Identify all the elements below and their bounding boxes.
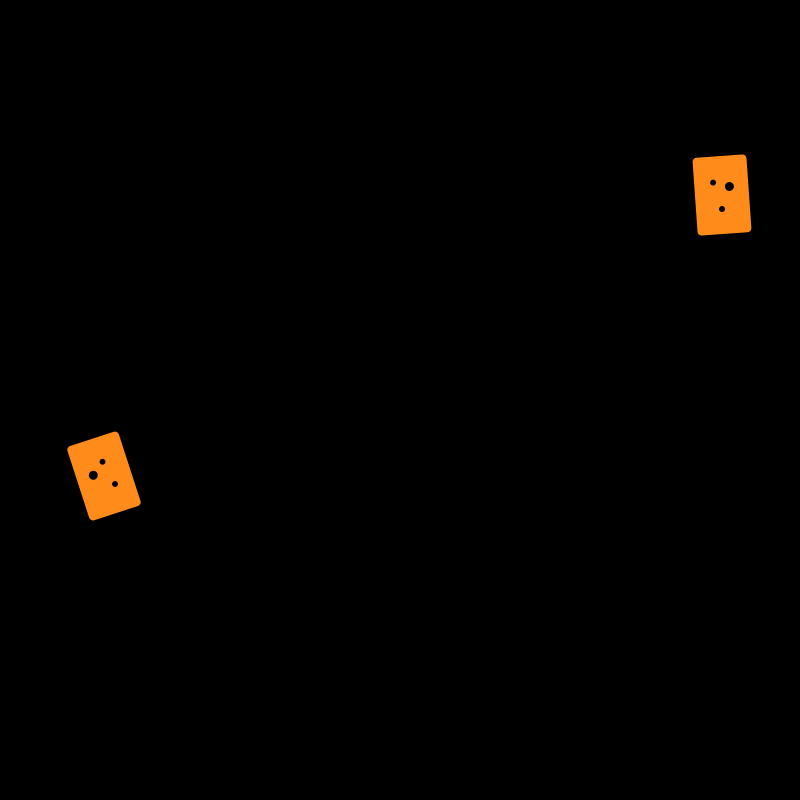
tile-dot (88, 470, 98, 480)
tile-dot (99, 458, 106, 465)
tile-body (67, 431, 141, 521)
orange-tile-left (67, 431, 141, 521)
tile-dot (710, 179, 717, 186)
tile-dot (112, 480, 119, 487)
tile-body (692, 154, 752, 236)
tile-dot (724, 181, 734, 191)
tile-dot (718, 206, 725, 213)
orange-tile-top-right (692, 154, 752, 236)
